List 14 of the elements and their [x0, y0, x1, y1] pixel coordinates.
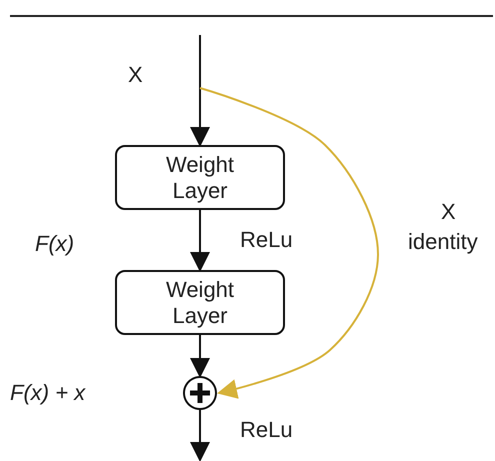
- process-box: [115, 145, 285, 210]
- sum-label: F(x) + x: [10, 381, 86, 405]
- shortcut-label: identity: [408, 230, 478, 254]
- shortcut-label: X: [441, 200, 456, 224]
- arrow: [190, 335, 210, 378]
- arrow: [200, 87, 379, 399]
- process-box: [115, 270, 285, 335]
- box-label: Weight Layer: [164, 152, 236, 204]
- arrow: [190, 35, 210, 147]
- arrow: [190, 210, 210, 272]
- function-label: F(x): [35, 232, 74, 256]
- box-label: Weight Layer: [164, 276, 236, 328]
- input-label: X: [128, 63, 143, 87]
- arrow: [190, 410, 210, 461]
